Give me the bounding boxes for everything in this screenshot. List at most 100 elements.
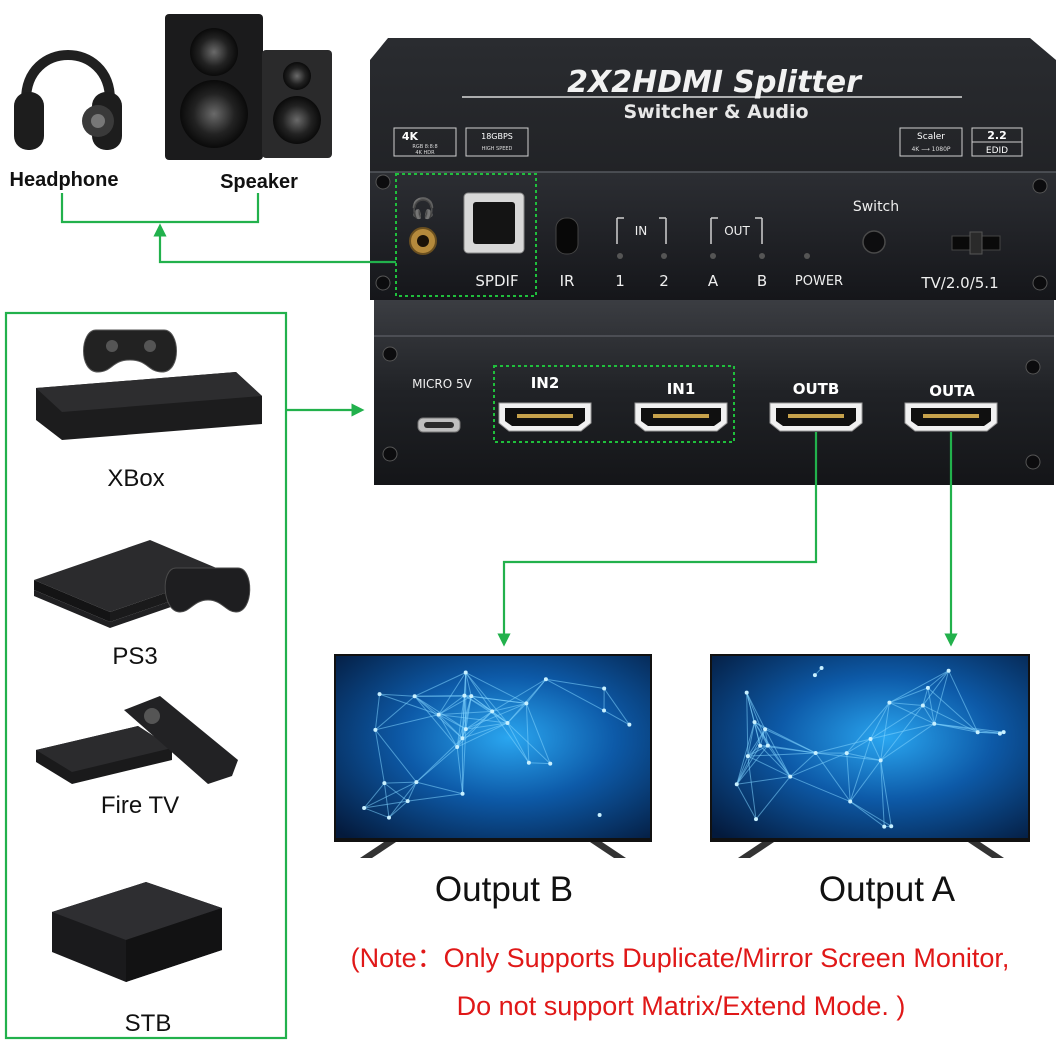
network-link <box>363 807 390 819</box>
network-link <box>379 693 439 716</box>
network-link <box>438 695 465 716</box>
network-link <box>465 672 527 704</box>
network-link <box>471 695 527 704</box>
splitter-back-device <box>374 300 1054 485</box>
network-link <box>456 746 464 794</box>
hdmi-ports <box>498 402 998 432</box>
network-link <box>846 752 881 761</box>
network-link <box>414 695 467 730</box>
hdmi-port-outa-pins <box>923 414 979 418</box>
network-link <box>525 703 530 763</box>
network-node <box>946 668 951 673</box>
note-line-1: (Note：Only Supports Duplicate/Mirror Scr… <box>351 943 1010 973</box>
network-node <box>812 673 817 678</box>
badge-4k: 4K <box>402 130 419 143</box>
network-link <box>934 723 978 733</box>
network-link <box>736 776 791 785</box>
badge-edid-bottom: EDID <box>986 146 1008 156</box>
network-link <box>927 687 979 733</box>
network-link <box>414 695 458 748</box>
in1-led-label: 1 <box>615 272 625 290</box>
speaker-icon <box>165 14 332 160</box>
network-node <box>405 799 410 804</box>
network-link <box>465 696 472 730</box>
speaker-label: Speaker <box>220 171 298 193</box>
network-link <box>384 781 417 784</box>
badge-18gbps-sub: HIGH SPEED <box>482 146 513 152</box>
source-label-firetv: Fire TV <box>101 792 179 819</box>
network-node <box>460 791 465 796</box>
source-label-stb: STB <box>125 1010 172 1037</box>
network-link <box>465 672 508 724</box>
network-link <box>747 752 816 757</box>
network-link <box>849 801 892 827</box>
network-link <box>790 776 851 802</box>
in2-led-label: 2 <box>659 272 669 290</box>
hdmi-port-in1-pins <box>653 414 709 418</box>
network-node <box>997 731 1002 736</box>
network-link <box>815 752 881 761</box>
network-link <box>416 737 463 783</box>
in-group-label: IN <box>635 224 648 238</box>
network-link <box>374 729 417 783</box>
network-node <box>526 760 531 765</box>
network-node <box>848 799 853 804</box>
network-link <box>456 711 493 748</box>
network-node <box>602 686 607 691</box>
network-node <box>868 736 873 741</box>
network-node <box>462 693 467 698</box>
network-link <box>736 784 757 820</box>
network-link <box>736 745 769 785</box>
network-link <box>747 756 757 820</box>
network-link <box>870 723 935 740</box>
network-link <box>736 745 761 785</box>
network-link <box>388 781 417 818</box>
network-link <box>492 702 527 712</box>
xbox-console-icon <box>36 329 262 440</box>
network-link <box>927 687 935 724</box>
network-link <box>545 678 605 711</box>
network-link <box>760 745 816 754</box>
network-link <box>889 687 929 704</box>
network-link <box>462 729 467 794</box>
network-link <box>465 722 508 730</box>
screen-network-b <box>362 670 632 820</box>
network-link <box>545 678 605 690</box>
network-link <box>456 696 472 748</box>
network-link <box>470 695 508 724</box>
network-node <box>920 703 925 708</box>
connector-lines <box>4 193 958 1040</box>
network-link <box>456 695 465 748</box>
network-link <box>438 714 508 724</box>
network-node <box>932 721 937 726</box>
network-link <box>754 721 816 754</box>
network-link <box>849 760 882 802</box>
network-link <box>528 762 551 765</box>
audio-connector <box>60 193 260 224</box>
audio-return-line <box>153 223 396 264</box>
hdmi-port-in2-pins <box>517 414 573 418</box>
network-node <box>745 754 750 759</box>
network-link <box>507 722 551 765</box>
network-link <box>889 670 949 704</box>
network-node <box>763 727 768 732</box>
network-link <box>880 702 890 761</box>
network-node <box>524 701 529 706</box>
network-link <box>383 783 390 818</box>
network-link <box>747 755 791 778</box>
network-link <box>736 729 766 785</box>
output-a-label: Output A <box>819 870 956 909</box>
network-node <box>734 782 739 787</box>
network-link <box>922 705 935 724</box>
network-node <box>505 720 510 725</box>
switch-label: Switch <box>853 199 899 215</box>
network-node <box>627 722 632 727</box>
in2-port-label: IN2 <box>531 374 560 392</box>
badge-4k-sub1: RGB 8:8:8 <box>412 144 437 150</box>
network-node <box>386 815 391 820</box>
network-node <box>788 774 793 779</box>
fire-tv-icon <box>36 696 238 784</box>
network-node <box>844 751 849 756</box>
badge-18gbps: 18GBPS <box>481 132 513 141</box>
